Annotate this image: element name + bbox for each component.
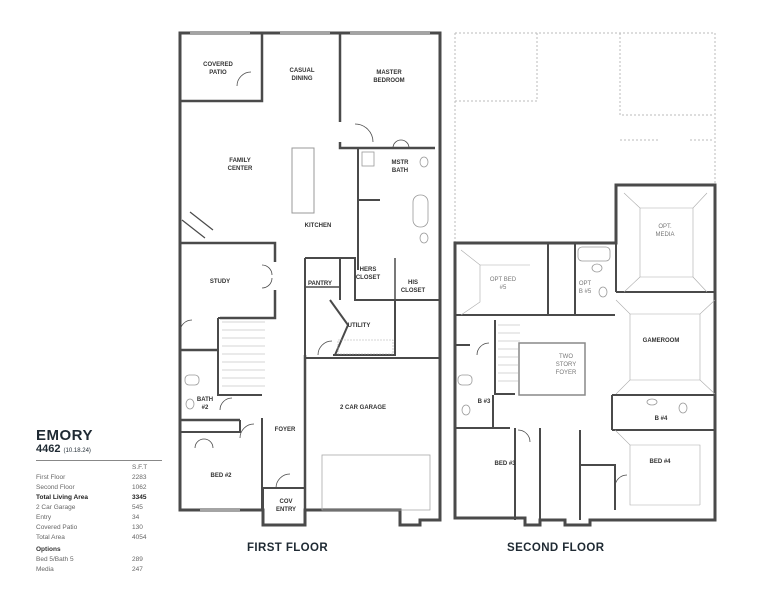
- svg-text:COVERED: COVERED: [203, 62, 233, 68]
- plan-number-value: 4462: [36, 443, 61, 455]
- svg-text:CENTER: CENTER: [228, 166, 253, 172]
- svg-text:B #4: B #4: [655, 416, 668, 422]
- svg-text:STORY: STORY: [556, 362, 576, 368]
- second-floor-room-labels: OPT. MEDIA OPT BED #5 OPT B #5 TWO STORY…: [478, 224, 680, 467]
- svg-text:HIS: HIS: [408, 280, 418, 286]
- sft-header-row: S.F.T: [36, 463, 162, 473]
- svg-text:GAMEROOM: GAMEROOM: [643, 338, 680, 344]
- svg-text:#2: #2: [202, 405, 209, 411]
- svg-text:BEDROOM: BEDROOM: [373, 78, 404, 84]
- svg-text:CLOSET: CLOSET: [401, 288, 426, 294]
- svg-text:MASTER: MASTER: [376, 70, 402, 76]
- svg-text:B #3: B #3: [478, 399, 491, 405]
- svg-text:FOYER: FOYER: [275, 427, 296, 433]
- svg-text:BED #3: BED #3: [494, 461, 516, 467]
- svg-text:BATH: BATH: [392, 168, 408, 174]
- svg-text:UTILITY: UTILITY: [348, 323, 371, 329]
- sft-header: S.F.T: [132, 464, 148, 471]
- svg-text:KITCHEN: KITCHEN: [305, 223, 332, 229]
- first-floor-title: FIRST FLOOR: [247, 542, 329, 554]
- svg-text:OPT BED: OPT BED: [490, 277, 517, 283]
- svg-text:BED #2: BED #2: [210, 473, 232, 479]
- svg-text:OPT: OPT: [579, 281, 592, 287]
- second-floor-plan: [453, 32, 717, 527]
- svg-text:MSTR: MSTR: [392, 160, 410, 166]
- second-floor-title: SECOND FLOOR: [507, 542, 605, 554]
- svg-text:B #5: B #5: [579, 289, 592, 295]
- svg-text:HERS: HERS: [360, 267, 377, 273]
- svg-text:FOYER: FOYER: [556, 370, 577, 376]
- svg-text:FAMILY: FAMILY: [229, 158, 250, 164]
- plan-name: EMORY: [36, 427, 93, 444]
- first-floor-plan: [178, 31, 442, 527]
- svg-text:2 CAR GARAGE: 2 CAR GARAGE: [340, 405, 386, 411]
- svg-text:TWO: TWO: [559, 354, 573, 360]
- svg-text:CLOSET: CLOSET: [356, 275, 381, 281]
- options-header: Options: [36, 546, 61, 553]
- svg-text:MEDIA: MEDIA: [655, 232, 674, 238]
- legend-divider: [36, 460, 162, 461]
- svg-text:BED #4: BED #4: [649, 459, 671, 465]
- plan-number: 4462 (10.18.24): [36, 443, 162, 458]
- plan-date: (10.18.24): [63, 448, 91, 454]
- first-floor-room-labels: COVERED PATIO CASUAL DINING MASTER BEDRO…: [197, 62, 426, 513]
- svg-text:CASUAL: CASUAL: [290, 68, 315, 74]
- svg-text:PATIO: PATIO: [209, 70, 227, 76]
- svg-text:OPT.: OPT.: [658, 224, 672, 230]
- svg-text:#5: #5: [500, 285, 507, 291]
- svg-text:STUDY: STUDY: [210, 279, 230, 285]
- svg-text:ENTRY: ENTRY: [276, 507, 296, 513]
- svg-text:COV: COV: [279, 499, 292, 505]
- svg-text:PANTRY: PANTRY: [308, 281, 332, 287]
- svg-text:BATH: BATH: [197, 397, 213, 403]
- svg-text:DINING: DINING: [292, 76, 313, 82]
